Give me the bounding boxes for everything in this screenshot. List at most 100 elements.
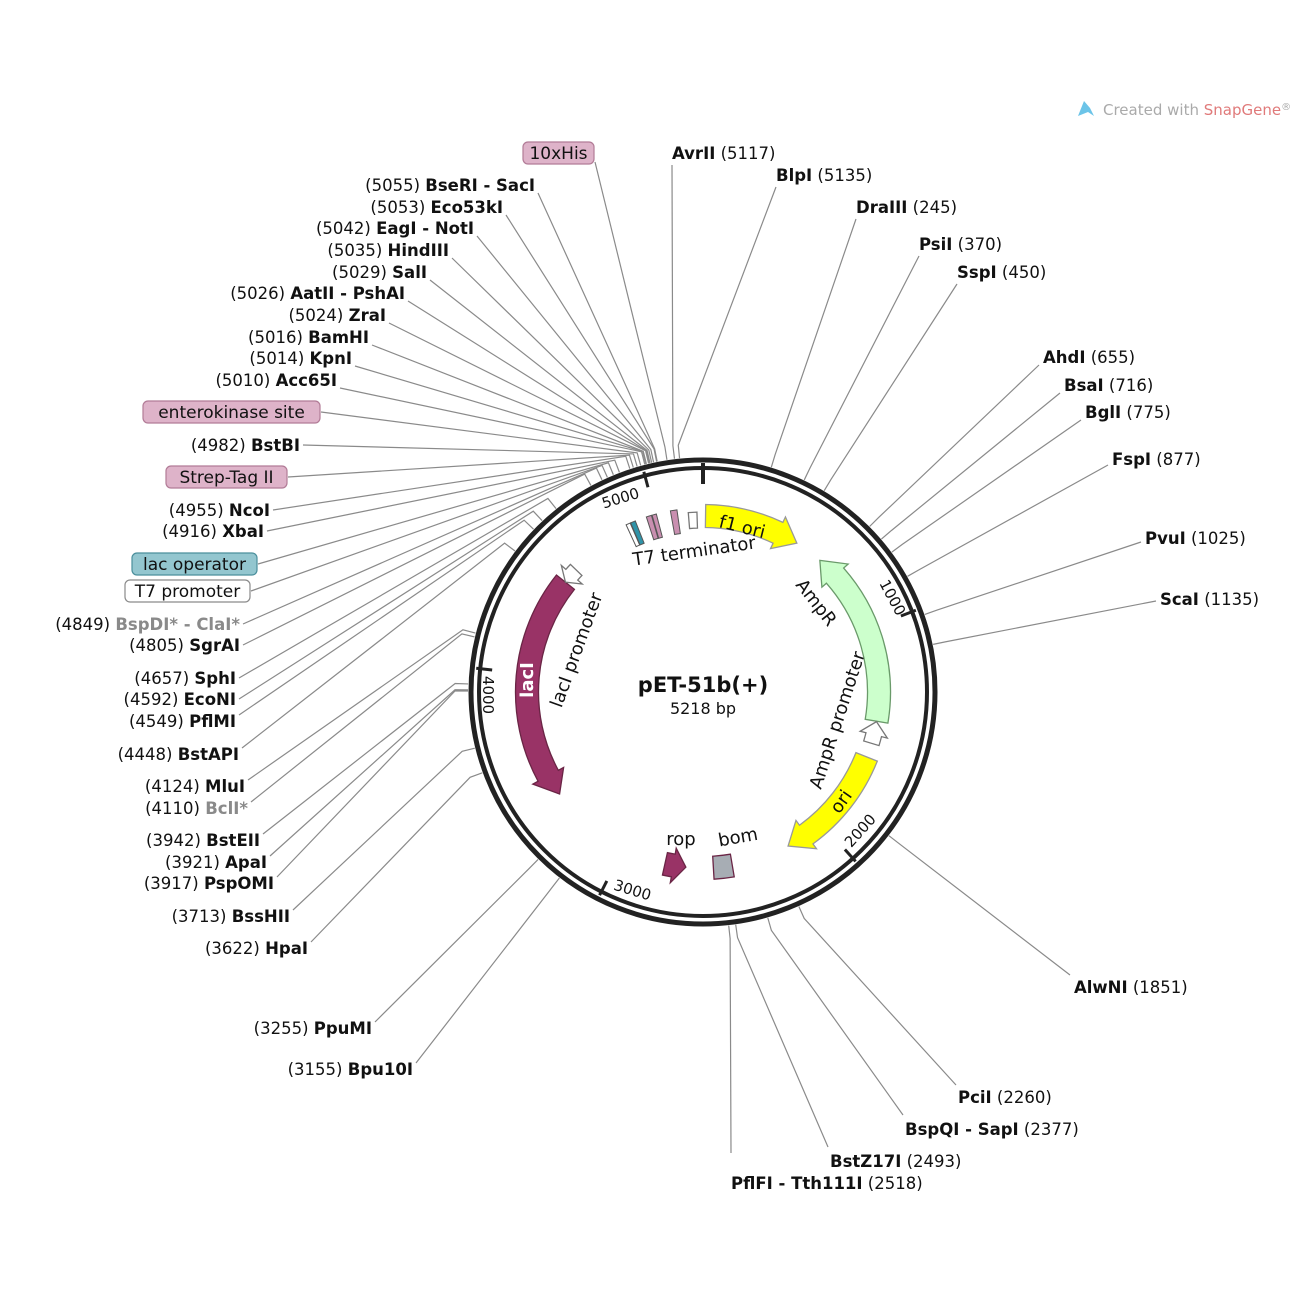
enzyme-site[interactable]: (4849) BspDI* - ClaI* xyxy=(55,615,240,634)
enzyme-position: (4657) xyxy=(134,669,194,688)
enzyme-position: (4805) xyxy=(129,636,189,655)
enzyme-site[interactable]: (3713) BssHII xyxy=(172,907,290,926)
feature-bom[interactable] xyxy=(712,853,735,880)
enzyme-site[interactable]: AvrII (5117) xyxy=(672,144,775,163)
enzyme-site[interactable]: (4448) BstAPI xyxy=(118,745,239,764)
enzyme-position: (4549) xyxy=(129,712,189,731)
feature-enterokinase-site[interactable] xyxy=(651,513,664,539)
enzyme-site[interactable]: FspI (877) xyxy=(1112,450,1201,469)
leader-line xyxy=(869,364,1040,527)
enzyme-site[interactable]: BglI (775) xyxy=(1085,403,1171,422)
enzyme-site[interactable]: SspI (450) xyxy=(957,263,1046,282)
enzyme-name: BspQI - SapI xyxy=(905,1120,1019,1139)
enzyme-name: SspI xyxy=(957,263,997,282)
enzyme-position: (5026) xyxy=(230,284,290,303)
enzyme-site[interactable]: (3255) PpuMI xyxy=(254,1019,372,1038)
enzyme-site[interactable]: (3917) PspOMI xyxy=(144,874,274,893)
feature-ampr[interactable] xyxy=(819,559,892,724)
enzyme-site[interactable]: (3622) HpaI xyxy=(205,939,308,958)
enzyme-site[interactable]: PciI (2260) xyxy=(958,1088,1052,1107)
enzyme-site[interactable]: (5053) Eco53kI xyxy=(370,198,503,217)
leader-line xyxy=(823,283,958,491)
enzyme-name: SphI xyxy=(194,669,236,688)
enzyme-site[interactable]: (5010) Acc65I xyxy=(215,371,337,390)
feature-ori[interactable] xyxy=(787,751,879,850)
enzyme-site[interactable]: PvuI (1025) xyxy=(1145,529,1246,548)
leader-line xyxy=(266,459,620,532)
enzyme-name: BstEII xyxy=(206,831,260,850)
enzyme-site[interactable]: PsiI (370) xyxy=(919,235,1002,254)
enzyme-site[interactable]: PflFI - Tth111I (2518) xyxy=(731,1174,923,1193)
enzyme-position: (716) xyxy=(1104,376,1154,395)
enzyme-position: (370) xyxy=(952,235,1002,254)
feature-badge-10xhis[interactable]: 10xHis xyxy=(522,141,595,165)
enzyme-site[interactable]: AlwNI (1851) xyxy=(1074,978,1188,997)
feature-laci-promoter[interactable] xyxy=(560,563,585,585)
enzyme-site[interactable]: (5014) KpnI xyxy=(249,349,352,368)
badge-label: enterokinase site xyxy=(158,403,305,423)
enzyme-site[interactable]: (4549) PflMI xyxy=(129,712,236,731)
feature-10xhis[interactable] xyxy=(669,509,681,536)
enzyme-name: NcoI xyxy=(229,501,270,520)
feature-strep-tag-ii[interactable] xyxy=(645,514,659,541)
enzyme-site[interactable]: BsaI (716) xyxy=(1064,376,1153,395)
enzyme-site[interactable]: DraIII (245) xyxy=(856,198,957,217)
feature-badge-t7-promoter[interactable]: T7 promoter xyxy=(124,579,251,603)
enzyme-site[interactable]: (4916) XbaI xyxy=(162,522,264,541)
enzyme-site[interactable]: (5016) BamHI xyxy=(248,328,369,347)
enzyme-name: HpaI xyxy=(265,939,308,958)
feature-rop[interactable] xyxy=(661,846,687,885)
enzyme-site[interactable]: (5024) ZraI xyxy=(289,306,387,325)
enzyme-site[interactable]: (4657) SphI xyxy=(134,669,236,688)
feature-badge-strep-tag-ii[interactable]: Strep-Tag II xyxy=(165,465,288,489)
tick-mark xyxy=(900,608,917,618)
leader-line xyxy=(735,924,829,1148)
watermark-suffix: ® xyxy=(1281,102,1291,113)
enzyme-name: SgrAI xyxy=(189,636,240,655)
feature-ampr-promoter[interactable] xyxy=(858,720,889,747)
enzyme-site[interactable]: ScaI (1135) xyxy=(1160,590,1259,609)
enzyme-position: (450) xyxy=(997,263,1047,282)
leader-line xyxy=(238,510,543,700)
enzyme-position: (877) xyxy=(1151,450,1201,469)
feature-badge-enterokinase-site[interactable]: enterokinase site xyxy=(142,400,321,424)
enzyme-name: BstZ17I xyxy=(830,1152,901,1171)
feature-laci[interactable] xyxy=(514,574,576,795)
enzyme-site[interactable]: (3155) Bpu10I xyxy=(288,1060,413,1079)
leader-line xyxy=(594,161,668,460)
enzyme-site[interactable]: (4982) BstBI xyxy=(191,436,300,455)
enzyme-position: (2377) xyxy=(1019,1120,1079,1139)
enzyme-site[interactable]: (4110) BclI* xyxy=(145,799,248,818)
enzyme-position: (3917) xyxy=(144,874,204,893)
enzyme-site[interactable]: (3921) ApaI xyxy=(165,853,267,872)
enzyme-site[interactable]: AhdI (655) xyxy=(1043,348,1135,367)
enzyme-site[interactable]: (4124) MluI xyxy=(145,777,245,796)
feature-t7-terminator[interactable] xyxy=(687,511,699,530)
leader-line xyxy=(505,214,658,462)
leader-line xyxy=(250,464,608,592)
enzyme-site[interactable]: BlpI (5135) xyxy=(776,166,872,185)
leader-line xyxy=(770,218,857,468)
enzyme-site[interactable]: (4955) NcoI xyxy=(169,501,270,520)
enzyme-site[interactable]: (5029) SalI xyxy=(332,263,427,282)
enzyme-site[interactable]: (4805) SgrAI xyxy=(129,636,240,655)
enzyme-site[interactable]: (5035) HindIII xyxy=(327,241,449,260)
feature-lac-operator[interactable] xyxy=(629,520,645,546)
feature-f1-ori[interactable] xyxy=(704,503,798,550)
enzyme-position: (5042) xyxy=(316,219,376,238)
leader-line xyxy=(238,519,534,716)
enzyme-position: (5135) xyxy=(812,166,872,185)
enzyme-site[interactable]: BstZ17I (2493) xyxy=(830,1152,961,1171)
enzyme-position: (5016) xyxy=(248,328,308,347)
badge-label: 10xHis xyxy=(529,144,587,164)
enzyme-site[interactable]: BspQI - SapI (2377) xyxy=(905,1120,1079,1139)
enzyme-site[interactable]: (4592) EcoNI xyxy=(124,690,236,709)
enzyme-name: EcoNI xyxy=(184,690,236,709)
enzyme-site[interactable]: (5042) EagI - NotI xyxy=(316,219,474,238)
feature-badge-lac-operator[interactable]: lac operator xyxy=(131,552,258,576)
enzyme-site[interactable]: (5026) AatII - PshAI xyxy=(230,284,405,303)
enzyme-site[interactable]: (5055) BseRI - SacI xyxy=(365,176,535,195)
enzyme-site[interactable]: (3942) BstEII xyxy=(146,831,260,850)
leader-line xyxy=(388,322,650,464)
enzyme-name: Eco53kI xyxy=(431,198,503,217)
